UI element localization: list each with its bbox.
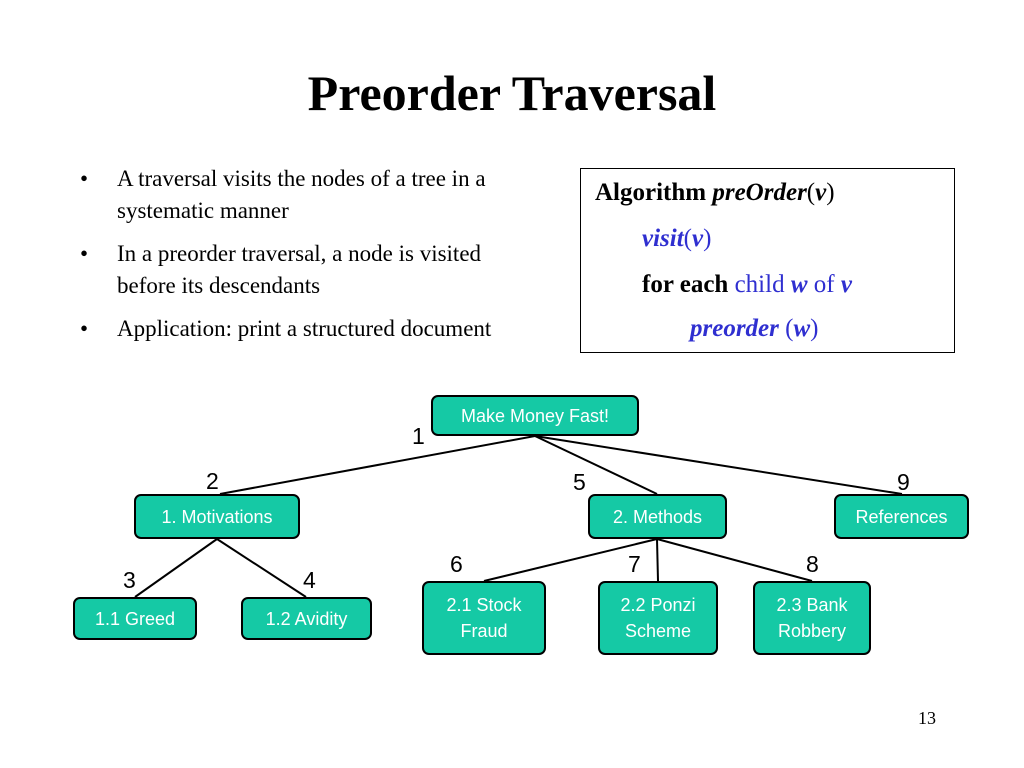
order-label: 4 xyxy=(303,567,316,593)
algorithm-function-name: preOrder xyxy=(712,179,807,206)
node-ponzi-scheme: 2.2 Ponzi Scheme xyxy=(598,581,718,655)
page-number: 13 xyxy=(918,708,936,728)
node-references: References xyxy=(834,494,969,539)
edge-root-references xyxy=(534,435,903,495)
edge-methods-bank xyxy=(656,538,813,582)
algorithm-loop-line: for each child w of v xyxy=(642,271,852,298)
bullet-dot: • xyxy=(80,316,89,341)
order-label: 2 xyxy=(206,468,219,494)
bullet-text: A traversal visits the nodes of a tree i… xyxy=(117,166,486,223)
node-root: Make Money Fast! xyxy=(431,395,639,436)
node-greed: 1.1 Greed xyxy=(73,597,197,640)
bullet-item: • Application: print a structured documen… xyxy=(80,313,530,345)
edge-motivations-avidity xyxy=(216,538,307,598)
order-label: 5 xyxy=(573,469,586,495)
node-stock-fraud: 2.1 Stock Fraud xyxy=(422,581,546,655)
order-label: 6 xyxy=(450,551,463,577)
order-label: 7 xyxy=(628,551,641,577)
edge-root-methods xyxy=(534,435,658,495)
order-label: 3 xyxy=(123,567,136,593)
order-label: 8 xyxy=(806,551,819,577)
edge-methods-ponzi xyxy=(656,538,659,582)
node-methods: 2. Methods xyxy=(588,494,727,539)
edge-root-motivations xyxy=(219,435,536,495)
bullet-text: In a preorder traversal, a node is visit… xyxy=(117,241,482,298)
node-avidity: 1.2 Avidity xyxy=(241,597,372,640)
bullet-item: • A traversal visits the nodes of a tree … xyxy=(80,163,530,227)
bullet-item: • In a preorder traversal, a node is visi… xyxy=(80,238,530,302)
algorithm-box: Algorithm preOrder(v) visit(v) for each … xyxy=(580,168,955,353)
edge-methods-stock xyxy=(483,538,658,582)
node-bank-robbery: 2.3 Bank Robbery xyxy=(753,581,871,655)
algorithm-visit-line: visit(v) xyxy=(642,225,712,252)
order-label: 1 xyxy=(412,423,425,449)
algorithm-parameter: v xyxy=(815,179,827,206)
bullet-dot: • xyxy=(80,241,89,266)
node-motivations: 1. Motivations xyxy=(134,494,300,539)
order-label: 9 xyxy=(897,469,910,495)
bullet-list: • A traversal visits the nodes of a tree … xyxy=(80,163,530,356)
algorithm-keyword: Algorithm xyxy=(595,179,707,206)
bullet-dot: • xyxy=(80,166,89,191)
slide-title: Preorder Traversal xyxy=(307,65,717,121)
edge-motivations-greed xyxy=(134,538,218,598)
algorithm-header: Algorithm preOrder(v) xyxy=(595,179,835,206)
algorithm-recurse-line: preorder (w) xyxy=(690,315,819,342)
bullet-text: Application: print a structured document xyxy=(117,316,492,341)
